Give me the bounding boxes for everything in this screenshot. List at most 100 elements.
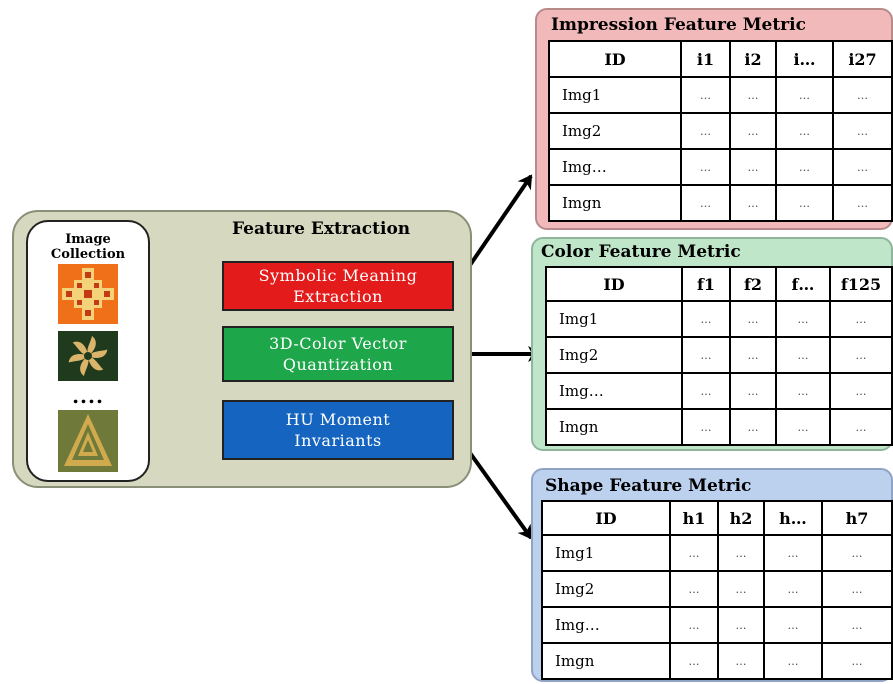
table-row: Img2 … … … …: [541, 570, 893, 608]
row-id: Img2: [545, 336, 683, 374]
table-header: h…: [763, 500, 823, 536]
table-row: Img1 … … … …: [548, 76, 893, 114]
table-cell: …: [680, 76, 731, 114]
table-cell: …: [763, 570, 823, 608]
table-header: f…: [775, 266, 831, 302]
row-id: Img…: [548, 148, 682, 186]
feature-extraction-title: Feature Extraction: [232, 219, 411, 239]
table-cell: …: [669, 606, 719, 644]
sample-image-cross-icon: [58, 264, 118, 324]
table-row: Imgn … … … …: [541, 642, 893, 680]
table-cell: …: [775, 300, 831, 338]
color-feature-metric-title: Color Feature Metric: [541, 242, 741, 262]
color-vector-quantization-box: 3D-Color Vector Quantization: [222, 326, 454, 382]
color-feature-table: ID f1 f2 f… f125 Img1 … … … … Img2 … … ……: [545, 266, 893, 446]
table-cell: …: [821, 606, 893, 644]
table-row: Img… … … … …: [541, 606, 893, 644]
table-cell: …: [717, 570, 765, 608]
row-id: Img2: [541, 570, 671, 608]
table-cell: …: [729, 76, 777, 114]
impression-feature-table: ID i1 i2 i… i27 Img1 … … … … Img2 … … … …: [548, 40, 893, 222]
table-cell: …: [717, 642, 765, 680]
table-cell: …: [829, 408, 893, 446]
table-header: f2: [729, 266, 777, 302]
sample-image-swirl-icon: [58, 331, 118, 381]
more-images-ellipsis: ....: [72, 384, 104, 408]
table-cell: …: [729, 112, 777, 150]
table-cell: …: [775, 408, 831, 446]
table-cell: …: [763, 606, 823, 644]
table-cell: …: [775, 148, 834, 186]
row-id: Img2: [548, 112, 682, 150]
table-header: h7: [821, 500, 893, 536]
table-header: h2: [717, 500, 765, 536]
table-cell: …: [832, 112, 893, 150]
table-cell: …: [763, 642, 823, 680]
image-collection-title: Image Collection: [50, 232, 126, 262]
table-cell: …: [775, 76, 834, 114]
row-id: Img…: [541, 606, 671, 644]
table-row: Img1 … … … …: [541, 534, 893, 572]
row-id: Img…: [545, 372, 683, 410]
table-cell: …: [829, 300, 893, 338]
table-row: Img2 … … … …: [545, 336, 893, 374]
table-cell: …: [680, 112, 731, 150]
table-header: i…: [775, 40, 834, 78]
table-cell: …: [829, 336, 893, 374]
table-cell: …: [729, 408, 777, 446]
table-row: Img… … … … …: [545, 372, 893, 410]
table-cell: …: [775, 184, 834, 222]
row-id: Img1: [548, 76, 682, 114]
symbolic-meaning-extraction-box: Symbolic Meaning Extraction: [222, 261, 454, 311]
table-cell: …: [669, 570, 719, 608]
table-row: Imgn … … … …: [545, 408, 893, 446]
table-cell: …: [669, 642, 719, 680]
table-cell: …: [729, 184, 777, 222]
table-row: Img2 … … … …: [548, 112, 893, 150]
table-cell: …: [717, 534, 765, 572]
impression-feature-metric-title: Impression Feature Metric: [551, 15, 806, 35]
table-header: ID: [548, 40, 682, 78]
sample-image-triangle-icon: [58, 410, 118, 472]
table-cell: …: [821, 642, 893, 680]
table-cell: …: [775, 372, 831, 410]
table-cell: …: [829, 372, 893, 410]
table-cell: …: [681, 408, 731, 446]
table-header: h1: [669, 500, 719, 536]
table-cell: …: [821, 534, 893, 572]
table-cell: …: [680, 184, 731, 222]
table-header: f1: [681, 266, 731, 302]
table-cell: …: [681, 372, 731, 410]
table-header: i27: [832, 40, 893, 78]
table-cell: …: [729, 300, 777, 338]
table-cell: …: [729, 336, 777, 374]
table-cell: …: [832, 148, 893, 186]
table-cell: …: [681, 336, 731, 374]
table-cell: …: [775, 336, 831, 374]
table-cell: …: [729, 372, 777, 410]
table-header: ID: [541, 500, 671, 536]
row-id: Imgn: [548, 184, 682, 222]
table-cell: …: [775, 112, 834, 150]
table-cell: …: [832, 76, 893, 114]
shape-feature-metric-title: Shape Feature Metric: [545, 476, 752, 496]
table-header: ID: [545, 266, 683, 302]
table-row: Img1 … … … …: [545, 300, 893, 338]
table-header: i1: [680, 40, 731, 78]
row-id: Img1: [541, 534, 671, 572]
table-row: Imgn … … … …: [548, 184, 893, 222]
shape-feature-table: ID h1 h2 h… h7 Img1 … … … … Img2 … … … ……: [541, 500, 893, 680]
table-header: f125: [829, 266, 893, 302]
table-cell: …: [729, 148, 777, 186]
table-cell: …: [680, 148, 731, 186]
hu-moment-invariants-box: HU Moment Invariants: [222, 400, 454, 460]
table-row: Img… … … … …: [548, 148, 893, 186]
table-header: i2: [729, 40, 777, 78]
table-cell: …: [717, 606, 765, 644]
table-cell: …: [763, 534, 823, 572]
table-cell: …: [669, 534, 719, 572]
row-id: Imgn: [541, 642, 671, 680]
table-cell: …: [821, 570, 893, 608]
table-cell: …: [681, 300, 731, 338]
row-id: Img1: [545, 300, 683, 338]
